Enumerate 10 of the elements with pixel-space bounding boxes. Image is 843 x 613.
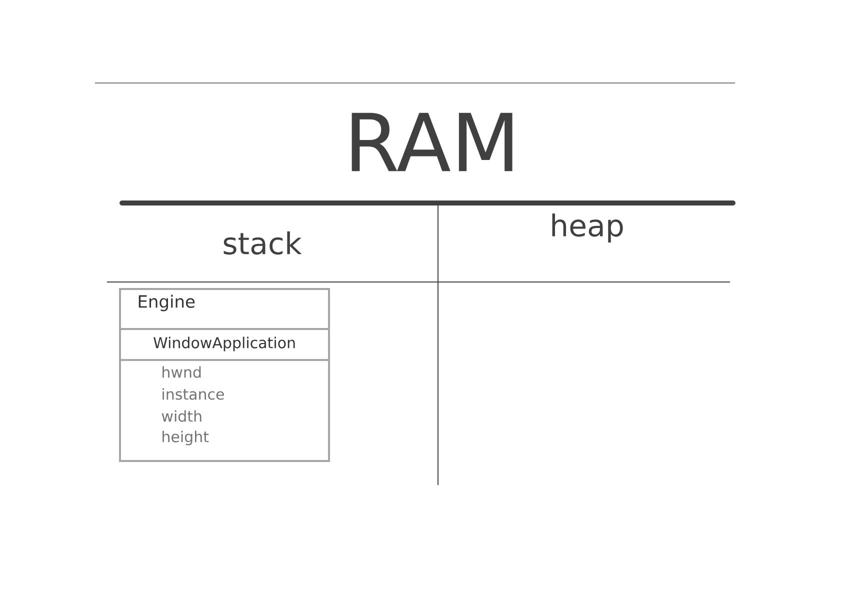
struct-section [119,328,330,462]
section-heading: Engine [138,294,195,312]
field-name: width [162,410,202,422]
column-heading: stack [224,231,302,255]
column-heading: heap [552,213,623,243]
field-name: height [162,430,209,446]
section-heading: WindowApplication [154,336,295,352]
title: RAM [352,112,512,172]
field-name: hwnd [162,366,201,378]
field-name: instance [162,388,224,400]
